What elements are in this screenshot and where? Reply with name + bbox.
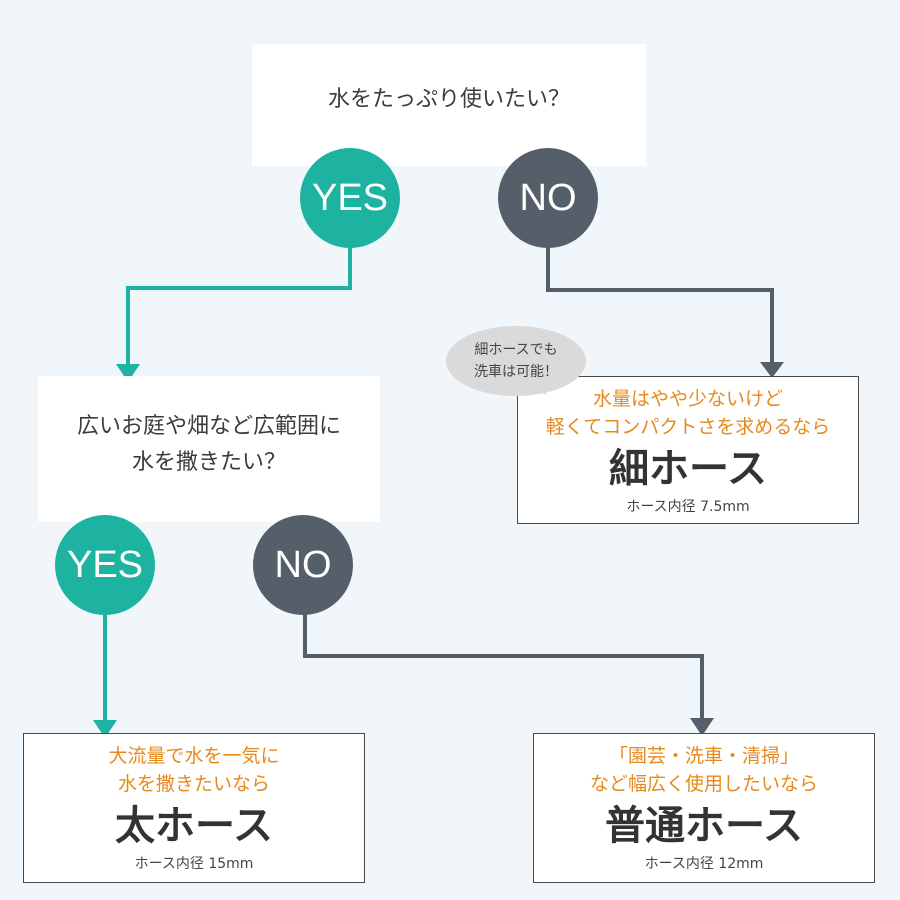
yes1-arrowhead: [116, 364, 140, 382]
question-1-text: 水をたっぷり使いたい？: [327, 87, 570, 112]
normal-desc-2: など幅広く使用したいなら: [589, 773, 818, 795]
bubble-line-2: 洗車は可能！: [474, 364, 558, 380]
result-thin-hose: 水量はやや少ないけど 軽くてコンパクトさを求めるなら 細ホース ホース内径 7.…: [517, 376, 859, 524]
no2-arrowhead: [690, 718, 714, 736]
question-2-line1: 広いお庭や畑など広範囲に: [76, 414, 341, 439]
thin-desc-2: 軽くてコンパクトさを求めるなら: [545, 416, 831, 438]
no1-arrowhead: [760, 362, 784, 378]
thin-spec: ホース内径 7.5mm: [626, 499, 750, 515]
question-1: 水をたっぷり使いたい？: [252, 44, 646, 166]
yes1-connector: [126, 240, 352, 370]
result-normal-hose: 「園芸・洗車・清掃」 など幅広く使用したいなら 普通ホース ホース内径 12mm: [533, 733, 875, 883]
thin-name: 細ホース: [609, 446, 767, 492]
normal-spec: ホース内径 12mm: [644, 856, 764, 872]
thick-name: 太ホース: [115, 803, 273, 849]
thick-desc-2: 水を撒きたいなら: [117, 773, 270, 795]
question-2-line2: 水を撒きたい？: [131, 450, 286, 475]
normal-name: 普通ホース: [605, 803, 803, 849]
no-circle-1: NO: [498, 148, 598, 248]
question-2: 広いお庭や畑など広範囲に 水を撒きたい？: [38, 376, 380, 522]
result-thick-hose: 大流量で水を一気に 水を撒きたいなら 太ホース ホース内径 15mm: [23, 733, 365, 883]
speech-bubble: 細ホースでも 洗車は可能！: [446, 326, 586, 396]
thick-desc-1: 大流量で水を一気に: [108, 745, 280, 767]
bubble-line-1: 細ホースでも: [474, 342, 558, 358]
no1-connector: [546, 240, 774, 370]
thick-spec: ホース内径 15mm: [134, 856, 254, 872]
yes-circle-1: YES: [300, 148, 400, 248]
yes-circle-2: YES: [55, 515, 155, 615]
no-circle-2: NO: [253, 515, 353, 615]
yes2-arrowhead: [93, 720, 117, 738]
no2-connector: [303, 608, 704, 728]
thin-desc-1: 水量はやや少ないけど: [592, 388, 783, 410]
normal-desc-1: 「園芸・洗車・清掃」: [608, 745, 799, 767]
